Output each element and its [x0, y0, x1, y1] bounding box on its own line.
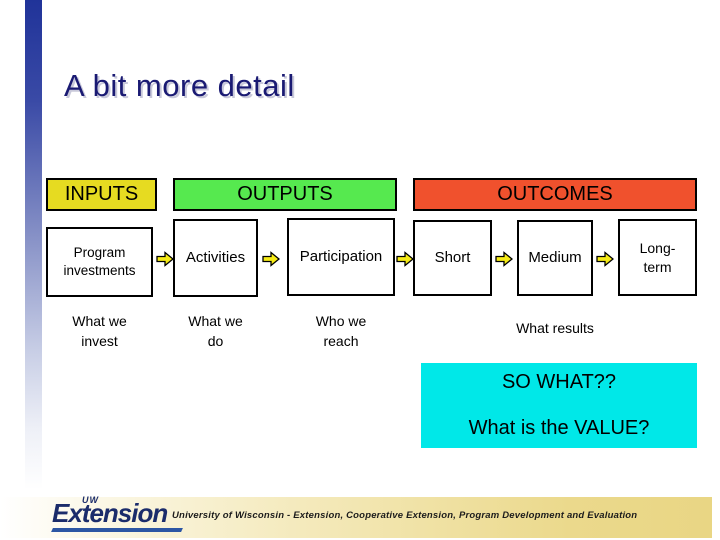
box-short-outcome: Short — [413, 220, 492, 296]
page-title: A bit more detail — [64, 68, 295, 103]
so-what-callout: SO WHAT?? What is the VALUE? — [421, 363, 697, 448]
label-what-we-do: What we do — [188, 313, 243, 350]
callout-line1: SO WHAT?? — [501, 371, 617, 393]
logo-underline-bar — [51, 528, 183, 532]
footer-credit-text: University of Wisconsin - Extension, Coo… — [172, 510, 638, 521]
label-what-we-invest: What we invest — [72, 313, 127, 350]
box-long-term-outcome: Long- term — [618, 219, 697, 296]
flow-arrow-icon — [262, 251, 280, 267]
flow-arrow-icon — [596, 251, 614, 267]
box-participation: Participation — [287, 218, 395, 296]
logo-uw-superscript: UW — [82, 495, 99, 505]
callout-line2: What is the VALUE? — [468, 417, 650, 439]
flow-arrow-icon — [396, 251, 414, 267]
left-accent-bar — [25, 0, 42, 505]
flow-arrow-icon — [495, 251, 513, 267]
uw-extension-logo: UW Extension — [51, 495, 187, 532]
box-program-investments: Program investments — [46, 227, 153, 297]
label-what-results: What results — [516, 320, 594, 336]
header-outputs: OUTPUTS — [173, 178, 397, 211]
box-medium-outcome: Medium — [517, 220, 593, 296]
header-inputs: INPUTS — [46, 178, 157, 211]
label-who-we-reach: Who we reach — [315, 313, 367, 350]
flow-arrow-icon — [156, 251, 174, 267]
logo-wordmark: Extension — [52, 498, 168, 528]
header-outcomes: OUTCOMES — [413, 178, 697, 211]
box-activities: Activities — [173, 219, 258, 297]
